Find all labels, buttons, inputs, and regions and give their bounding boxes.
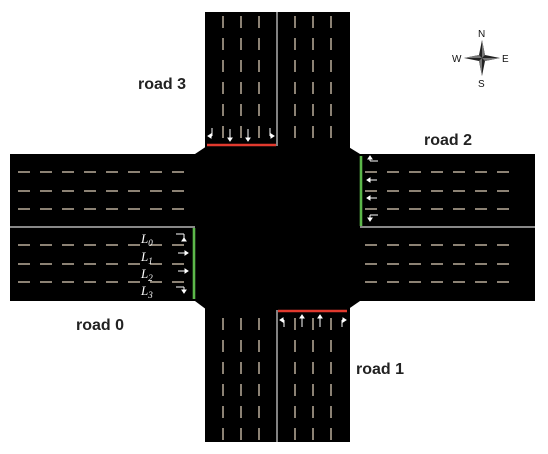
road-label-0: road 0: [76, 317, 124, 334]
arrow-icon: [207, 133, 212, 139]
lane-direction-arrows: [176, 128, 378, 327]
road-label-2: road 2: [424, 132, 472, 149]
road-label-1: road 1: [356, 361, 404, 378]
arrow-icon: [367, 155, 373, 160]
intersection-box: [195, 146, 360, 310]
arrow-icon: [367, 217, 373, 222]
arrow-icon: [184, 250, 189, 256]
curb-lines: [10, 12, 535, 442]
lane-label-2: L2: [140, 266, 153, 283]
arrow-icon: [366, 195, 371, 201]
arrow-icon: [245, 137, 251, 142]
compass-south: S: [478, 79, 485, 90]
road-label-3: road 3: [138, 76, 186, 93]
compass-star-highlight: [482, 58, 500, 61]
signal-lines: [192, 143, 363, 313]
arrow-icon: [366, 177, 371, 183]
arrow-icon: [317, 314, 323, 319]
arrow-icon: [181, 237, 187, 242]
compass-west: W: [452, 54, 462, 65]
lane-label-0: L0: [140, 231, 153, 248]
compass-star-highlight: [482, 40, 485, 58]
compass-east: E: [502, 54, 509, 65]
compass-star-highlight: [479, 58, 482, 76]
lane-markings: [18, 16, 509, 440]
arrow-icon: [279, 317, 284, 323]
arrow-icon: [181, 289, 187, 294]
compass-star-highlight: [464, 55, 482, 58]
compass-rose: N S E W: [452, 29, 509, 90]
arrow-icon: [184, 268, 189, 274]
lane-label-1: L1: [140, 249, 153, 266]
lane-labels: L0 L1 L2 L3: [140, 231, 153, 300]
arrow-icon: [227, 137, 233, 142]
arrow-icon: [342, 317, 347, 323]
compass-north: N: [478, 29, 485, 40]
arrow-icon: [270, 133, 275, 139]
lane-label-3: L3: [140, 283, 153, 300]
arrow-icon: [299, 314, 305, 319]
